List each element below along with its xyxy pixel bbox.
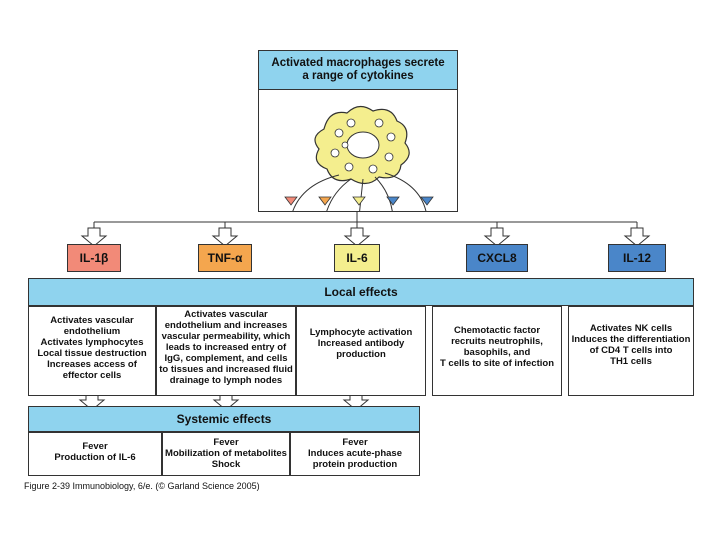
text-line: Increased antibody: [317, 338, 405, 349]
title-line-1: Activated macrophages secrete: [271, 57, 445, 69]
local-effect-cxcl8: Chemotactic factor recruits neutrophils,…: [432, 306, 562, 396]
cytokine-label: TNF-α: [207, 251, 243, 265]
macrophage-panel: Activated macrophages secrete a range of…: [258, 50, 458, 212]
systemic-effect-il6: Fever Induces acute-phase protein produc…: [290, 432, 420, 476]
text-line: Fever: [82, 441, 108, 452]
cytokine-label: IL-1β: [79, 251, 109, 265]
text-line: Mobilization of metabolites: [165, 448, 287, 459]
cytokine-label: IL-12: [622, 251, 651, 265]
macrophage-title: Activated macrophages secrete a range of…: [259, 51, 457, 90]
text-line: Production of IL-6: [54, 452, 136, 463]
text-line: effector cells: [62, 370, 122, 381]
text-line: drainage to lymph nodes: [169, 375, 283, 386]
text-line: Activates NK cells: [589, 323, 673, 334]
local-effect-il1b: Activates vascular endothelium Activates…: [28, 306, 156, 396]
figure-caption: Figure 2-39 Immunobiology, 6/e. (© Garla…: [24, 481, 260, 491]
text-line: protein production: [312, 459, 398, 470]
text-line: leads to increased entry of: [165, 342, 287, 353]
cytokine-il1b: IL-1β: [67, 244, 121, 272]
local-effect-tnfa: Activates vascular endothelium and incre…: [156, 306, 296, 396]
local-effect-il12: Activates NK cells Induces the different…: [568, 306, 694, 396]
macrophage-nucleus: [346, 131, 380, 159]
cytokine-cxcl8: CXCL8: [466, 244, 528, 272]
macrophage-illustration: [292, 105, 427, 211]
local-effect-il6: Lymphocyte activation Increased antibody…: [296, 306, 426, 396]
text-line: Increases access of: [47, 359, 137, 370]
cytokine-tnfa: TNF-α: [198, 244, 252, 272]
cytokine-label: IL-6: [346, 251, 368, 265]
text-line: Induces the differentiation: [571, 334, 691, 345]
title-line-2: a range of cytokines: [302, 70, 414, 82]
tnfa-marker: [318, 196, 332, 206]
text-line: vascular permeability, which: [161, 331, 291, 342]
cytokine-label: CXCL8: [477, 251, 517, 265]
text-line: Local tissue destruction: [37, 348, 147, 359]
text-line: Activates vascular: [50, 315, 134, 326]
il6-marker: [352, 196, 366, 206]
vesicles: [330, 118, 396, 174]
text-line: Lymphocyte activation: [309, 327, 413, 338]
text-line: TH1 cells: [610, 356, 652, 367]
text-line: of CD4 T cells into: [589, 345, 673, 356]
text-line: IgG, complement, and cells: [164, 353, 288, 364]
text-line: recruits neutrophils,: [451, 336, 543, 347]
text-line: production: [336, 349, 386, 360]
cxcl8-marker: [386, 196, 400, 206]
text-line: Activates vascular: [184, 309, 268, 320]
text-line: endothelium and increases: [164, 320, 288, 331]
text-line: Chemotactic factor: [453, 325, 541, 336]
text-line: Fever: [342, 437, 368, 448]
systemic-effect-il1b: Fever Production of IL-6: [28, 432, 162, 476]
systemic-effects-band: Systemic effects: [28, 406, 420, 432]
text-line: basophils, and: [463, 347, 531, 358]
text-line: to tissues and increased fluid: [159, 364, 293, 375]
text-line: Activates lymphocytes: [40, 337, 144, 348]
text-line: Shock: [211, 459, 241, 470]
local-effects-band: Local effects: [28, 278, 694, 306]
systemic-effect-tnfa: Fever Mobilization of metabolites Shock: [162, 432, 290, 476]
cytokine-il12: IL-12: [608, 244, 666, 272]
text-line: endothelium: [63, 326, 121, 337]
local-effects-title: Local effects: [324, 285, 398, 299]
il1b-marker: [284, 196, 298, 206]
systemic-effects-title: Systemic effects: [176, 412, 272, 426]
il12-marker: [420, 196, 434, 206]
text-line: Induces acute-phase: [308, 448, 402, 459]
text-line: Fever: [213, 437, 239, 448]
cytokine-il6: IL-6: [334, 244, 380, 272]
text-line: T cells to site of infection: [439, 358, 554, 369]
cytokine-markers: [284, 196, 434, 206]
